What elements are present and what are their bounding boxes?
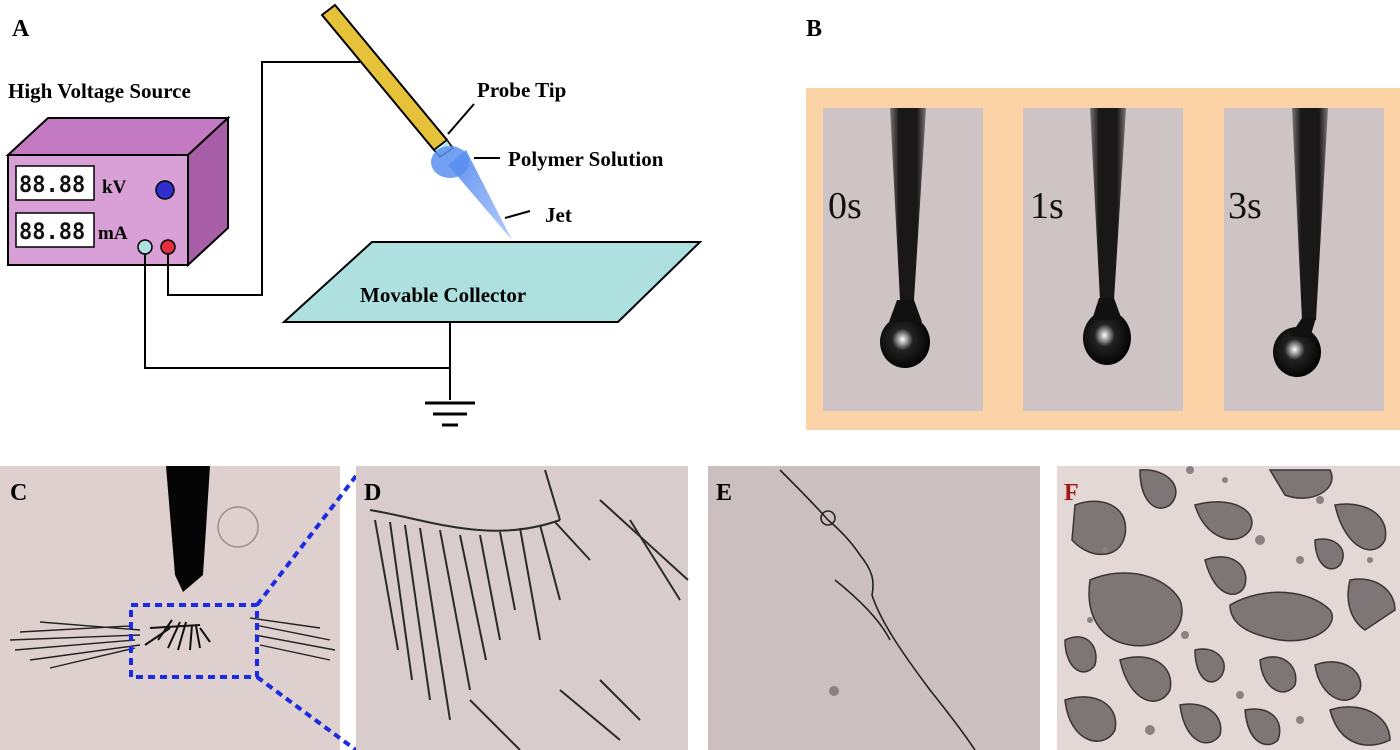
polymer-droplet xyxy=(431,146,469,178)
capillary xyxy=(890,108,926,300)
panel-letter-c: C xyxy=(10,480,27,506)
time-label: 0s xyxy=(828,185,862,227)
panel-b: B 0s 1s 3s xyxy=(806,16,1400,430)
fiber-cluster xyxy=(144,619,211,651)
kv-display xyxy=(15,165,95,201)
single-fiber xyxy=(779,469,976,750)
source-title: High Voltage Source xyxy=(8,79,191,103)
bubble xyxy=(217,506,259,548)
positive-terminal xyxy=(160,239,176,255)
ground-wire xyxy=(144,254,450,369)
time-label: 1s xyxy=(1030,185,1064,227)
kv-readout: 88.88 xyxy=(19,173,85,198)
droplet xyxy=(1273,327,1321,377)
probe-barrel xyxy=(320,3,449,152)
frame-1s: 1s xyxy=(1023,108,1183,411)
positive-wire xyxy=(167,61,360,296)
panel-letter-b: B xyxy=(806,16,822,42)
callout-lines xyxy=(447,103,531,219)
droplet-pattern xyxy=(1064,469,1396,746)
panel-a: A High Voltage Source 88.88 kV 88.88 mA xyxy=(5,3,703,427)
panel-f: F xyxy=(1057,466,1400,750)
high-voltage-source: 88.88 kV 88.88 mA xyxy=(5,115,231,268)
panel-letter-f: F xyxy=(1064,480,1079,506)
micrograph-e xyxy=(708,466,1040,750)
jet-label: Jet xyxy=(545,203,572,227)
zoom-connectors xyxy=(255,474,358,750)
probe-shadow xyxy=(166,466,210,592)
ma-unit: mA xyxy=(98,223,128,244)
panel-c: C xyxy=(0,466,340,750)
ground-symbol-icon xyxy=(425,401,475,427)
panel-d: D xyxy=(356,466,689,750)
wiring xyxy=(144,61,451,400)
polymer-solution-label: Polymer Solution xyxy=(508,147,664,171)
collector-label: Movable Collector xyxy=(360,283,526,307)
panel-e: E xyxy=(708,466,1040,750)
fiber-bundle xyxy=(369,469,689,750)
capillary xyxy=(1292,108,1328,320)
droplet xyxy=(1083,311,1131,365)
zoom-box xyxy=(129,603,259,679)
kv-unit: kV xyxy=(102,177,127,198)
droplet-neck xyxy=(1290,318,1316,338)
panel-letter-e: E xyxy=(716,480,732,506)
movable-collector xyxy=(281,241,703,323)
probe-tip-label: Probe Tip xyxy=(477,78,566,102)
droplet-neck xyxy=(889,300,922,322)
frame-0s: 0s xyxy=(823,108,983,411)
micrograph-d xyxy=(356,466,688,750)
power-knob xyxy=(155,180,175,200)
frame-3s: 3s xyxy=(1224,108,1384,411)
ma-display xyxy=(15,212,95,248)
probe xyxy=(320,3,512,240)
ground-terminal xyxy=(137,239,153,255)
panel-letter-d: D xyxy=(364,480,381,506)
small-droplets xyxy=(1087,466,1373,735)
time-label: 3s xyxy=(1228,185,1262,227)
ma-readout: 88.88 xyxy=(19,220,85,245)
fiber-mat xyxy=(9,617,336,669)
droplet xyxy=(880,316,930,368)
droplet-neck xyxy=(1092,298,1122,320)
panel-letter-a: A xyxy=(12,16,30,42)
capillary xyxy=(1090,108,1126,300)
particle xyxy=(829,686,839,696)
